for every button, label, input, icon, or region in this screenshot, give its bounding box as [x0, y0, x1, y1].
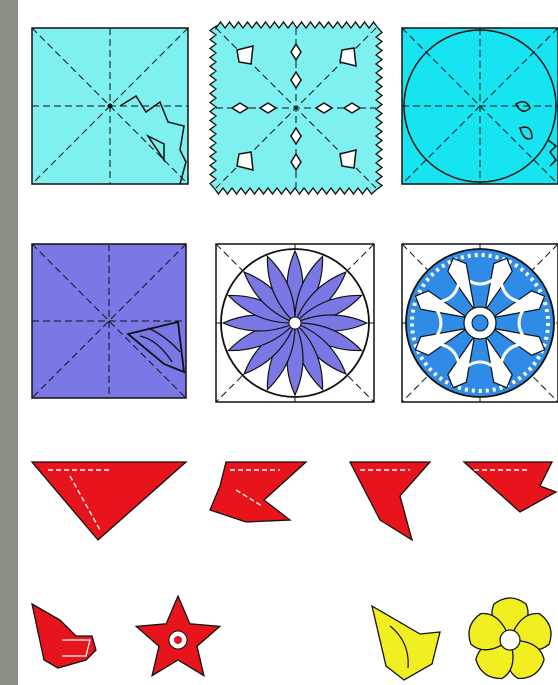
star-red [136, 596, 220, 676]
square-fold-pattern-violet [32, 244, 186, 398]
flower-yellow [464, 598, 555, 685]
star-fold-red [32, 604, 96, 668]
snowflake-zigzag-square-cyan [210, 22, 382, 194]
ornament-circle-blue [402, 244, 558, 402]
circle-fold-pattern-cyan [402, 28, 558, 184]
folded-triangle-red [32, 462, 186, 540]
folded-wedge-red [350, 462, 430, 540]
folded-triangle-cut-red [210, 462, 306, 522]
square-fold-pattern-cyan [32, 28, 188, 184]
sunflower-circle-violet [216, 244, 374, 402]
folded-wedge-small-red [464, 462, 556, 512]
petal-fold-yellow [372, 606, 440, 680]
